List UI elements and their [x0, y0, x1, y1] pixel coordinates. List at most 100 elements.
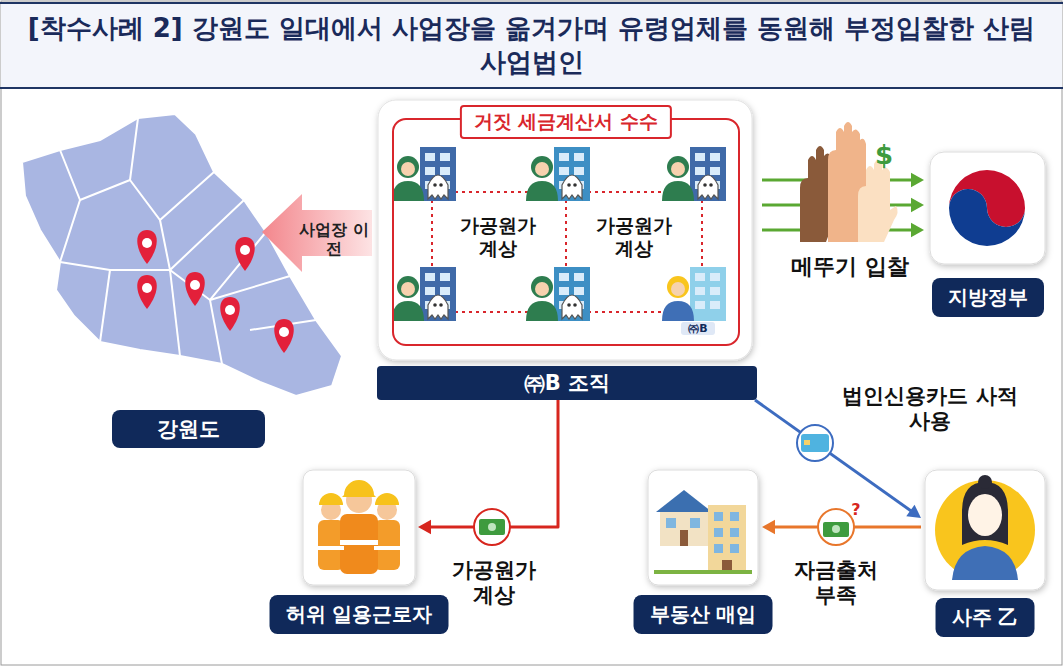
- worker-card: [374, 546, 400, 550]
- person-icon: [662, 181, 694, 201]
- connector-line: [755, 400, 913, 512]
- map-pin: [225, 305, 235, 315]
- house-card: [730, 528, 739, 537]
- money-icon: [479, 519, 505, 535]
- ghost-icon: [439, 303, 443, 307]
- map-pin: [185, 272, 205, 306]
- gangwon-map: [100, 270, 110, 342]
- ghost-icon: [573, 183, 577, 187]
- person-icon: [392, 181, 424, 201]
- ghost-icon: [428, 295, 448, 319]
- logo-card: [930, 152, 1045, 264]
- building-icon: [710, 167, 720, 175]
- worker-card: [340, 540, 378, 545]
- hands-icon: [858, 160, 898, 242]
- ghost-icon: [709, 183, 713, 187]
- house-card: [690, 518, 700, 528]
- building-icon: [559, 287, 569, 295]
- building-icon: [425, 273, 435, 281]
- map-pin: [137, 275, 157, 309]
- person-icon: [392, 301, 424, 321]
- edge-label: 자금출처 부족: [786, 558, 886, 608]
- building-icon: [559, 273, 569, 281]
- person-icon: [531, 276, 553, 298]
- building-icon: [690, 147, 726, 201]
- node-label: 거짓 세금계산서 수수: [460, 105, 672, 139]
- building-icon: [440, 287, 450, 295]
- building-icon: [420, 147, 456, 201]
- node-label: 강원도: [157, 415, 220, 443]
- gangwon-map: [60, 232, 266, 300]
- person-icon: [535, 162, 549, 176]
- house-card: [654, 570, 752, 574]
- building-icon: [554, 267, 590, 321]
- building-icon: [559, 167, 569, 175]
- worker-node: 허위 일용근로자: [303, 470, 415, 585]
- text-label: 사업장 이전: [296, 220, 372, 258]
- building-icon: [574, 273, 584, 281]
- dotted-link: [701, 200, 703, 270]
- card-icon: [801, 434, 829, 452]
- building-icon: [695, 287, 705, 295]
- building-icon: [710, 153, 720, 161]
- map-pin: [240, 245, 250, 255]
- owner-card: [935, 480, 1035, 580]
- worker-card: [318, 546, 344, 550]
- dotted-link: [420, 192, 702, 312]
- map-pin: [190, 280, 200, 290]
- region-pill: 강원도: [112, 410, 265, 448]
- edge-label: 메뚜기 입찰: [780, 254, 920, 280]
- owner-card: [952, 546, 1018, 580]
- building-icon: [440, 167, 450, 175]
- map-pin: [274, 319, 294, 353]
- house-card: [656, 490, 712, 512]
- map-pin: [137, 230, 294, 353]
- house-card: [730, 512, 739, 521]
- building-icon: [695, 273, 705, 281]
- owner-card: [978, 475, 992, 489]
- property-node: 부동산 매입: [648, 470, 758, 585]
- money-icon: [488, 523, 496, 531]
- owner-card: [925, 470, 1045, 590]
- ghost-icon: [562, 295, 582, 319]
- person-icon: [401, 162, 415, 176]
- org-band: ㈜B 조직: [377, 366, 757, 400]
- connector-line: [428, 400, 558, 527]
- owner-card: [968, 494, 1002, 536]
- text-label: $: [872, 140, 896, 171]
- gangwon-map: [80, 180, 130, 200]
- person-icon: [526, 181, 558, 201]
- dotted-link: [431, 200, 433, 270]
- hands-icon: [800, 122, 898, 242]
- house-card: [714, 544, 723, 553]
- edge-label: 가공원가 계상: [446, 558, 542, 608]
- building-icon: [554, 147, 590, 201]
- government-card: 지방정부: [930, 152, 1045, 264]
- building-icon: [392, 147, 726, 321]
- dotted-link: [565, 200, 567, 270]
- ghost-icon: [573, 303, 577, 307]
- logo-card: [930, 152, 1045, 264]
- arrow-head: [906, 505, 921, 518]
- building-icon: [420, 267, 456, 321]
- edge-label: 법인신용카드 사적사용: [842, 384, 1018, 434]
- node-label: ㈜B 조직: [524, 369, 610, 397]
- logo-card: [949, 189, 1025, 246]
- building-icon: [425, 167, 435, 175]
- owner-card: [925, 470, 1045, 590]
- title-text: [착수사례 2] 강원도 일대에서 사업장을 옮겨가며 유령업체를 동원해 부정…: [20, 6, 1043, 86]
- building-icon: [695, 167, 705, 175]
- gangwon-map: [130, 118, 214, 220]
- person-icon: [662, 301, 694, 321]
- house-card: [708, 505, 746, 573]
- illustration: [1, 3, 1062, 88]
- person-icon: [397, 276, 419, 298]
- building-icon: [695, 301, 705, 309]
- building-icon: [710, 287, 720, 295]
- map-pin: [137, 230, 157, 264]
- building-icon: [574, 287, 584, 295]
- house-card: [714, 512, 723, 521]
- ghost-icon: [428, 175, 448, 199]
- logo-card: [948, 169, 1026, 247]
- money-icon: [474, 509, 510, 545]
